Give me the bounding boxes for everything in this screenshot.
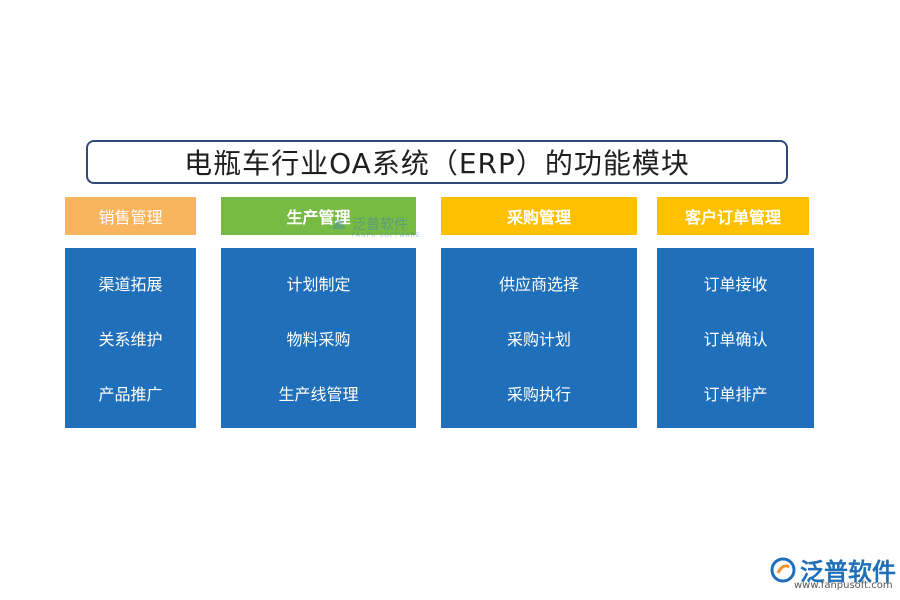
column-header-sales: 销售管理 <box>65 197 196 235</box>
column-body-purchasing: 供应商选择 采购计划 采购执行 <box>441 248 637 428</box>
watermark-subtext: FANPU SOFTWARE <box>352 232 421 239</box>
brand-logo: 泛普软件 <box>770 552 896 587</box>
module-item: 订单排产 <box>703 384 768 404</box>
column-body-sales: 渠道拓展 关系维护 产品推广 <box>65 248 196 428</box>
watermark: 泛普软件 FANPU SOFTWARE <box>330 214 420 239</box>
logo-url: www.fanpusoft.com <box>794 580 893 591</box>
module-item: 物料采购 <box>286 329 351 349</box>
column-header-purchasing: 采购管理 <box>441 197 637 235</box>
module-item: 渠道拓展 <box>98 275 163 295</box>
module-item: 采购计划 <box>506 329 571 349</box>
fanpu-watermark-icon <box>332 218 346 229</box>
logo-text: 泛普软件 <box>800 558 896 586</box>
module-item: 订单确认 <box>703 329 768 349</box>
module-item: 关系维护 <box>98 329 163 349</box>
module-item: 供应商选择 <box>498 275 579 295</box>
module-item: 订单接收 <box>703 275 768 295</box>
diagram-title: 电瓶车行业OA系统（ERP）的功能模块 <box>86 140 788 184</box>
fanpu-logo-icon <box>770 557 796 582</box>
module-item: 生产线管理 <box>278 384 359 404</box>
column-header-production: 生产管理 <box>221 197 416 235</box>
module-item: 计划制定 <box>286 275 351 295</box>
column-body-production: 计划制定 物料采购 生产线管理 <box>221 248 416 428</box>
module-item: 产品推广 <box>98 384 163 404</box>
column-body-customer-orders: 订单接收 订单确认 订单排产 <box>657 248 814 428</box>
column-header-customer-orders: 客户订单管理 <box>657 197 809 235</box>
watermark-text: 泛普软件 <box>352 217 408 233</box>
module-item: 采购执行 <box>506 384 571 404</box>
